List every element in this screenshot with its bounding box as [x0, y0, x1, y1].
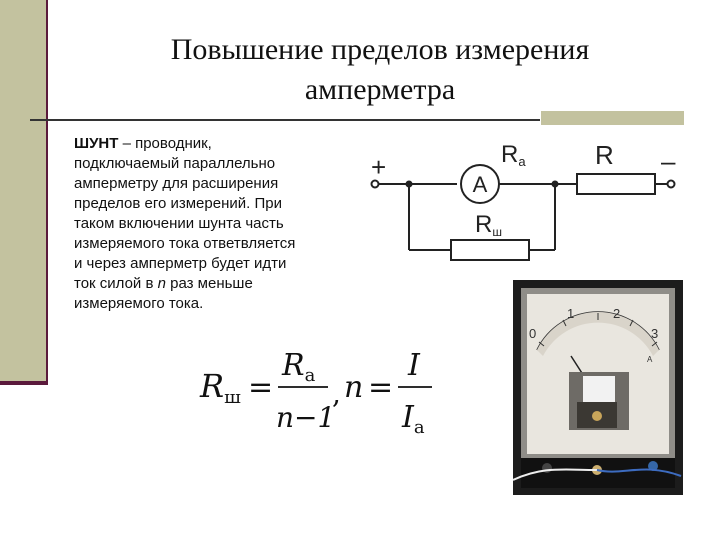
- sidebar-bottom-rule: [0, 381, 48, 385]
- def-line: – проводник,: [118, 135, 212, 152]
- formula-eq1: =: [248, 370, 273, 405]
- minus-terminal-label: –: [661, 146, 676, 176]
- def-line: подключаемый параллельно: [74, 155, 276, 172]
- def-line: амперметру для расширения: [74, 175, 279, 192]
- meter-scale-1: 1: [567, 306, 574, 321]
- formula-comma: ,: [332, 377, 341, 410]
- formula-num2: I: [407, 348, 421, 383]
- meter-unit: A: [647, 355, 653, 364]
- formula-den1: n−1: [276, 401, 335, 434]
- meter-scale-2: 2: [613, 306, 620, 321]
- def-line: и через амперметр будет идти: [74, 255, 287, 272]
- sidebar-border: [46, 0, 48, 385]
- def-line: таком включении шунта часть: [74, 215, 284, 232]
- sidebar-decoration: [0, 0, 46, 383]
- title-line-1: Повышение пределов измерения: [170, 33, 590, 66]
- shunt-circuit-diagram: + – A Ra R Rш: [370, 140, 676, 261]
- ammeter-photo: 0 1 2 3 A: [513, 280, 683, 495]
- formula-n: n: [344, 370, 363, 405]
- def-line: измеряемого тока.: [74, 295, 204, 312]
- term-shunt: ШУНТ: [74, 135, 119, 152]
- def-line: пределов его измерений. При: [74, 195, 282, 212]
- junction-right: [551, 180, 559, 188]
- slide-title: Повышение пределов измерения амперметра: [80, 30, 680, 110]
- def-line: измеряемого тока ответвляется: [74, 235, 296, 252]
- meter-scale-3: 3: [651, 326, 658, 341]
- def-n: n: [157, 275, 166, 292]
- title-accent-box: [541, 111, 684, 125]
- r-label: R: [595, 140, 614, 170]
- title-line-2: амперметра: [304, 73, 456, 106]
- formula-eq2: =: [368, 370, 393, 405]
- formula-lhs: Rш: [199, 367, 241, 408]
- rsh-label: Rш: [475, 211, 502, 239]
- junction-left: [405, 180, 413, 188]
- def-line: раз меньше: [165, 275, 253, 292]
- ra-label: Ra: [501, 141, 526, 169]
- meter-scale-0: 0: [529, 326, 536, 341]
- formula-den2: Iа: [401, 400, 425, 438]
- shunt-formula: Rш = Rа n−1 , n = I Iа: [199, 348, 432, 438]
- plus-terminal-label: +: [371, 152, 386, 182]
- title-underline: [30, 119, 540, 121]
- def-line: ток силой в: [74, 275, 158, 292]
- formula-num1: Rа: [281, 348, 316, 386]
- definition-text: ШУНТ – проводник, подключаемый параллель…: [74, 134, 354, 314]
- ammeter-symbol: A: [473, 172, 488, 197]
